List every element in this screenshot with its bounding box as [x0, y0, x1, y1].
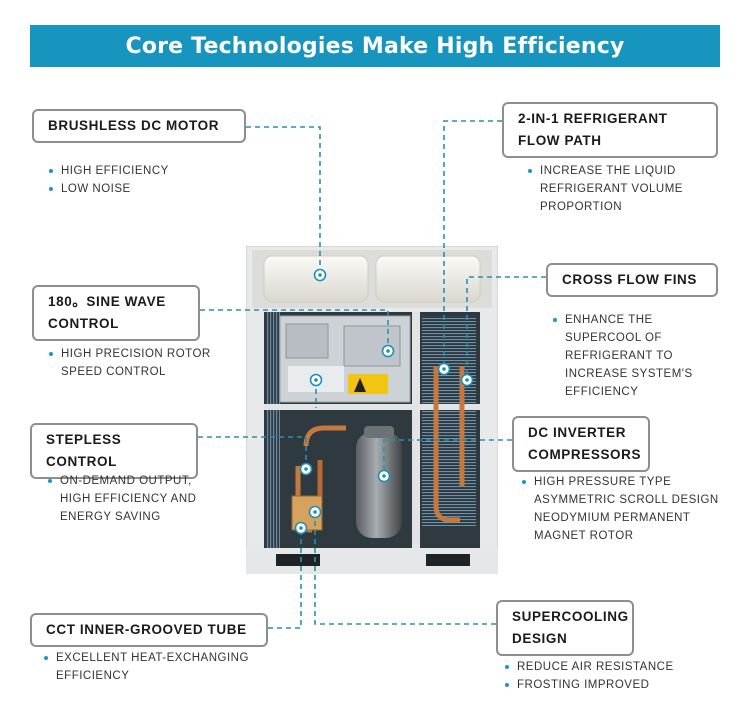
bullet-item: HIGH PRECISION ROTOR	[48, 345, 211, 363]
bullet-item: LOW NOISE	[48, 180, 169, 198]
bullets-sine-wave-control: HIGH PRECISION ROTOR SPEED CONTROL	[48, 345, 211, 381]
callout-label: COMPRESSORS	[528, 447, 642, 462]
bullets-brushless-dc-motor: HIGH EFFICIENCY LOW NOISE	[48, 162, 169, 198]
bullet-item: REFRIGERANT TO	[565, 350, 673, 362]
bullet-item: HIGH PRESSURE TYPE	[521, 473, 719, 491]
callout-label: CONTROL	[48, 316, 119, 331]
bullets-cct-inner-grooved-tube: EXCELLENT HEAT-EXCHANGING EFFICIENCY	[43, 649, 249, 685]
callout-dc-inverter-compressors: DC INVERTER COMPRESSORS	[512, 416, 650, 472]
callout-label: SUPERCOOLING	[512, 609, 629, 624]
callout-label: STEPLESS CONTROL	[46, 432, 122, 469]
bullet-item: HIGH EFFICIENCY	[48, 162, 169, 180]
bullet-item: PROPORTION	[540, 201, 623, 213]
bullet-item: EXCELLENT HEAT-EXCHANGING	[43, 649, 249, 667]
callout-label: CCT INNER-GROOVED TUBE	[46, 622, 247, 637]
bullet-item: SUPERCOOL OF	[565, 332, 662, 344]
callout-label: 2-IN-1 REFRIGERANT	[518, 111, 668, 126]
callout-label: 180。SINE WAVE	[48, 294, 166, 309]
bullet-item: MAGNET ROTOR	[534, 530, 634, 542]
callout-brushless-dc-motor: BRUSHLESS DC MOTOR	[32, 109, 246, 143]
callout-refrigerant-flow-path: 2-IN-1 REFRIGERANT FLOW PATH	[502, 102, 718, 158]
bullet-item: REDUCE AIR RESISTANCE	[504, 658, 674, 676]
callout-label: FLOW PATH	[518, 133, 602, 148]
bullets-cross-flow-fins: ENHANCE THE SUPERCOOL OF REFRIGERANT TO …	[552, 311, 693, 401]
bullets-stepless-control: ON-DEMAND OUTPUT, HIGH EFFICIENCY AND EN…	[47, 472, 196, 526]
callout-stepless-control: STEPLESS CONTROL	[30, 423, 198, 479]
bullet-item: NEODYMIUM PERMANENT	[534, 512, 691, 524]
bullets-refrigerant-flow-path: INCREASE THE LIQUID REFRIGERANT VOLUME P…	[527, 162, 683, 216]
callout-cct-inner-grooved-tube: CCT INNER-GROOVED TUBE	[30, 613, 268, 647]
callout-supercooling-design: SUPERCOOLING DESIGN	[496, 600, 634, 656]
bullet-item: ENHANCE THE	[552, 311, 693, 329]
bullet-item: ASYMMETRIC SCROLL DESIGN	[534, 494, 719, 506]
callout-label: DC INVERTER	[528, 425, 627, 440]
page-title: Core Technologies Make High Efficiency	[30, 25, 720, 67]
bullet-item: REFRIGERANT VOLUME	[540, 183, 683, 195]
bullets-supercooling-design: REDUCE AIR RESISTANCE FROSTING IMPROVED	[504, 658, 674, 694]
bullet-item: FROSTING IMPROVED	[504, 676, 674, 694]
callout-label: DESIGN	[512, 631, 568, 646]
bullets-dc-inverter-compressors: HIGH PRESSURE TYPE ASYMMETRIC SCROLL DES…	[521, 473, 719, 545]
bullet-item: ON-DEMAND OUTPUT,	[47, 472, 196, 490]
bullet-item: ENERGY SAVING	[60, 511, 161, 523]
callout-cross-flow-fins: CROSS FLOW FINS	[546, 263, 718, 297]
callout-label: CROSS FLOW FINS	[562, 272, 697, 287]
callout-sine-wave-control: 180。SINE WAVE CONTROL	[32, 285, 200, 341]
bullet-item: SPEED CONTROL	[61, 366, 166, 378]
bullet-item: INCREASE THE LIQUID	[527, 162, 683, 180]
callout-label: BRUSHLESS DC MOTOR	[48, 118, 220, 133]
bullet-item: INCREASE SYSTEM'S	[565, 368, 693, 380]
bullet-item: EFFICIENCY	[565, 386, 639, 398]
bullet-item: EFFICIENCY	[56, 670, 130, 682]
bullet-item: HIGH EFFICIENCY AND	[60, 493, 197, 505]
